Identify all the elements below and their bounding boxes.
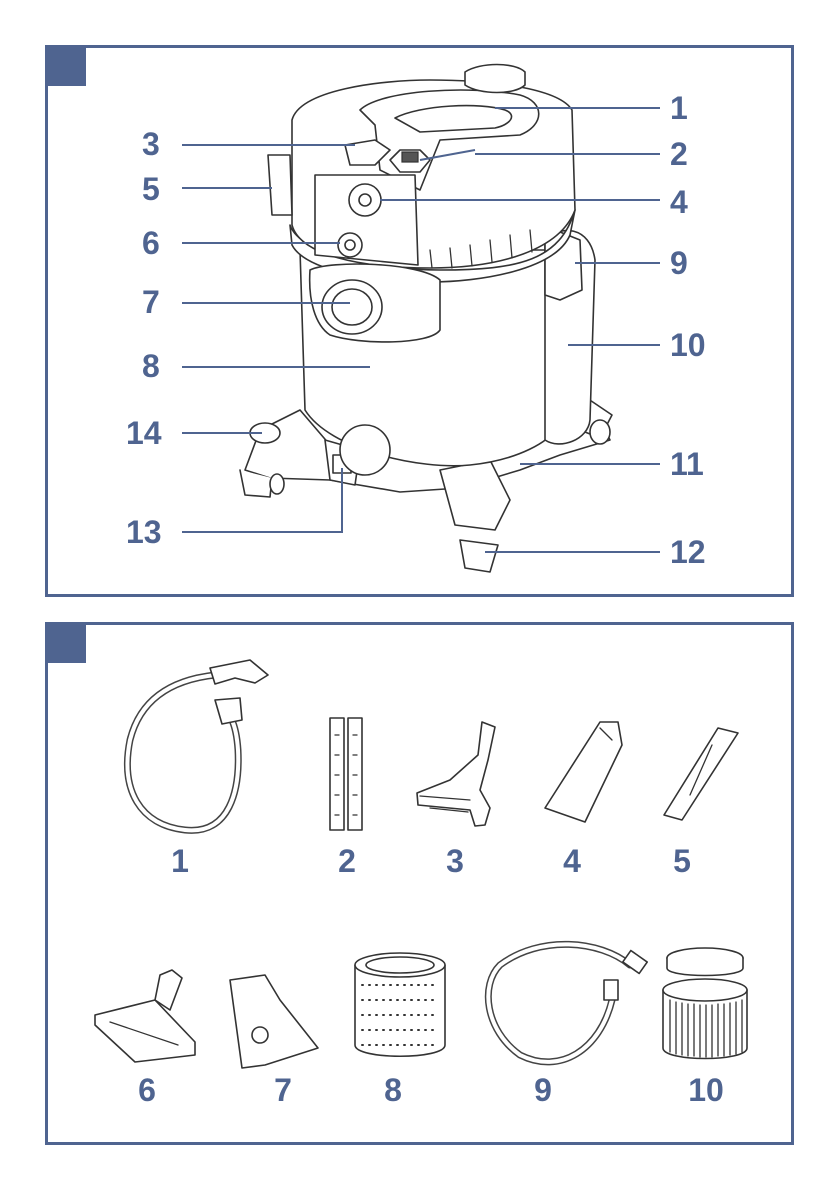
foam-filter-drawing (355, 953, 445, 1056)
floor-nozzle-drawing (95, 970, 195, 1062)
accessory-label-3: 3 (446, 843, 464, 879)
cartridge-filter-drawing (663, 948, 747, 1059)
accessory-label-5: 5 (673, 843, 691, 879)
accessory-label-10: 10 (688, 1072, 724, 1108)
extension-tubes-drawing (330, 718, 362, 830)
combi-tool-drawing (230, 975, 318, 1068)
blower-hose-drawing (488, 944, 647, 1062)
suction-hose-drawing (127, 660, 268, 830)
accessory-label-4: 4 (563, 843, 581, 879)
accessory-label-2: 2 (338, 843, 356, 879)
accessory-label-1: 1 (171, 843, 189, 879)
upholstery-nozzle-drawing (417, 722, 495, 826)
accessory-drawings (95, 660, 747, 1068)
accessory-label-9: 9 (534, 1072, 552, 1108)
accessory-label-6: 6 (138, 1072, 156, 1108)
crevice-nozzle-drawing (664, 728, 738, 820)
brush-nozzle-drawing (545, 722, 622, 822)
accessory-label-7: 7 (274, 1072, 292, 1108)
accessory-label-8: 8 (384, 1072, 402, 1108)
